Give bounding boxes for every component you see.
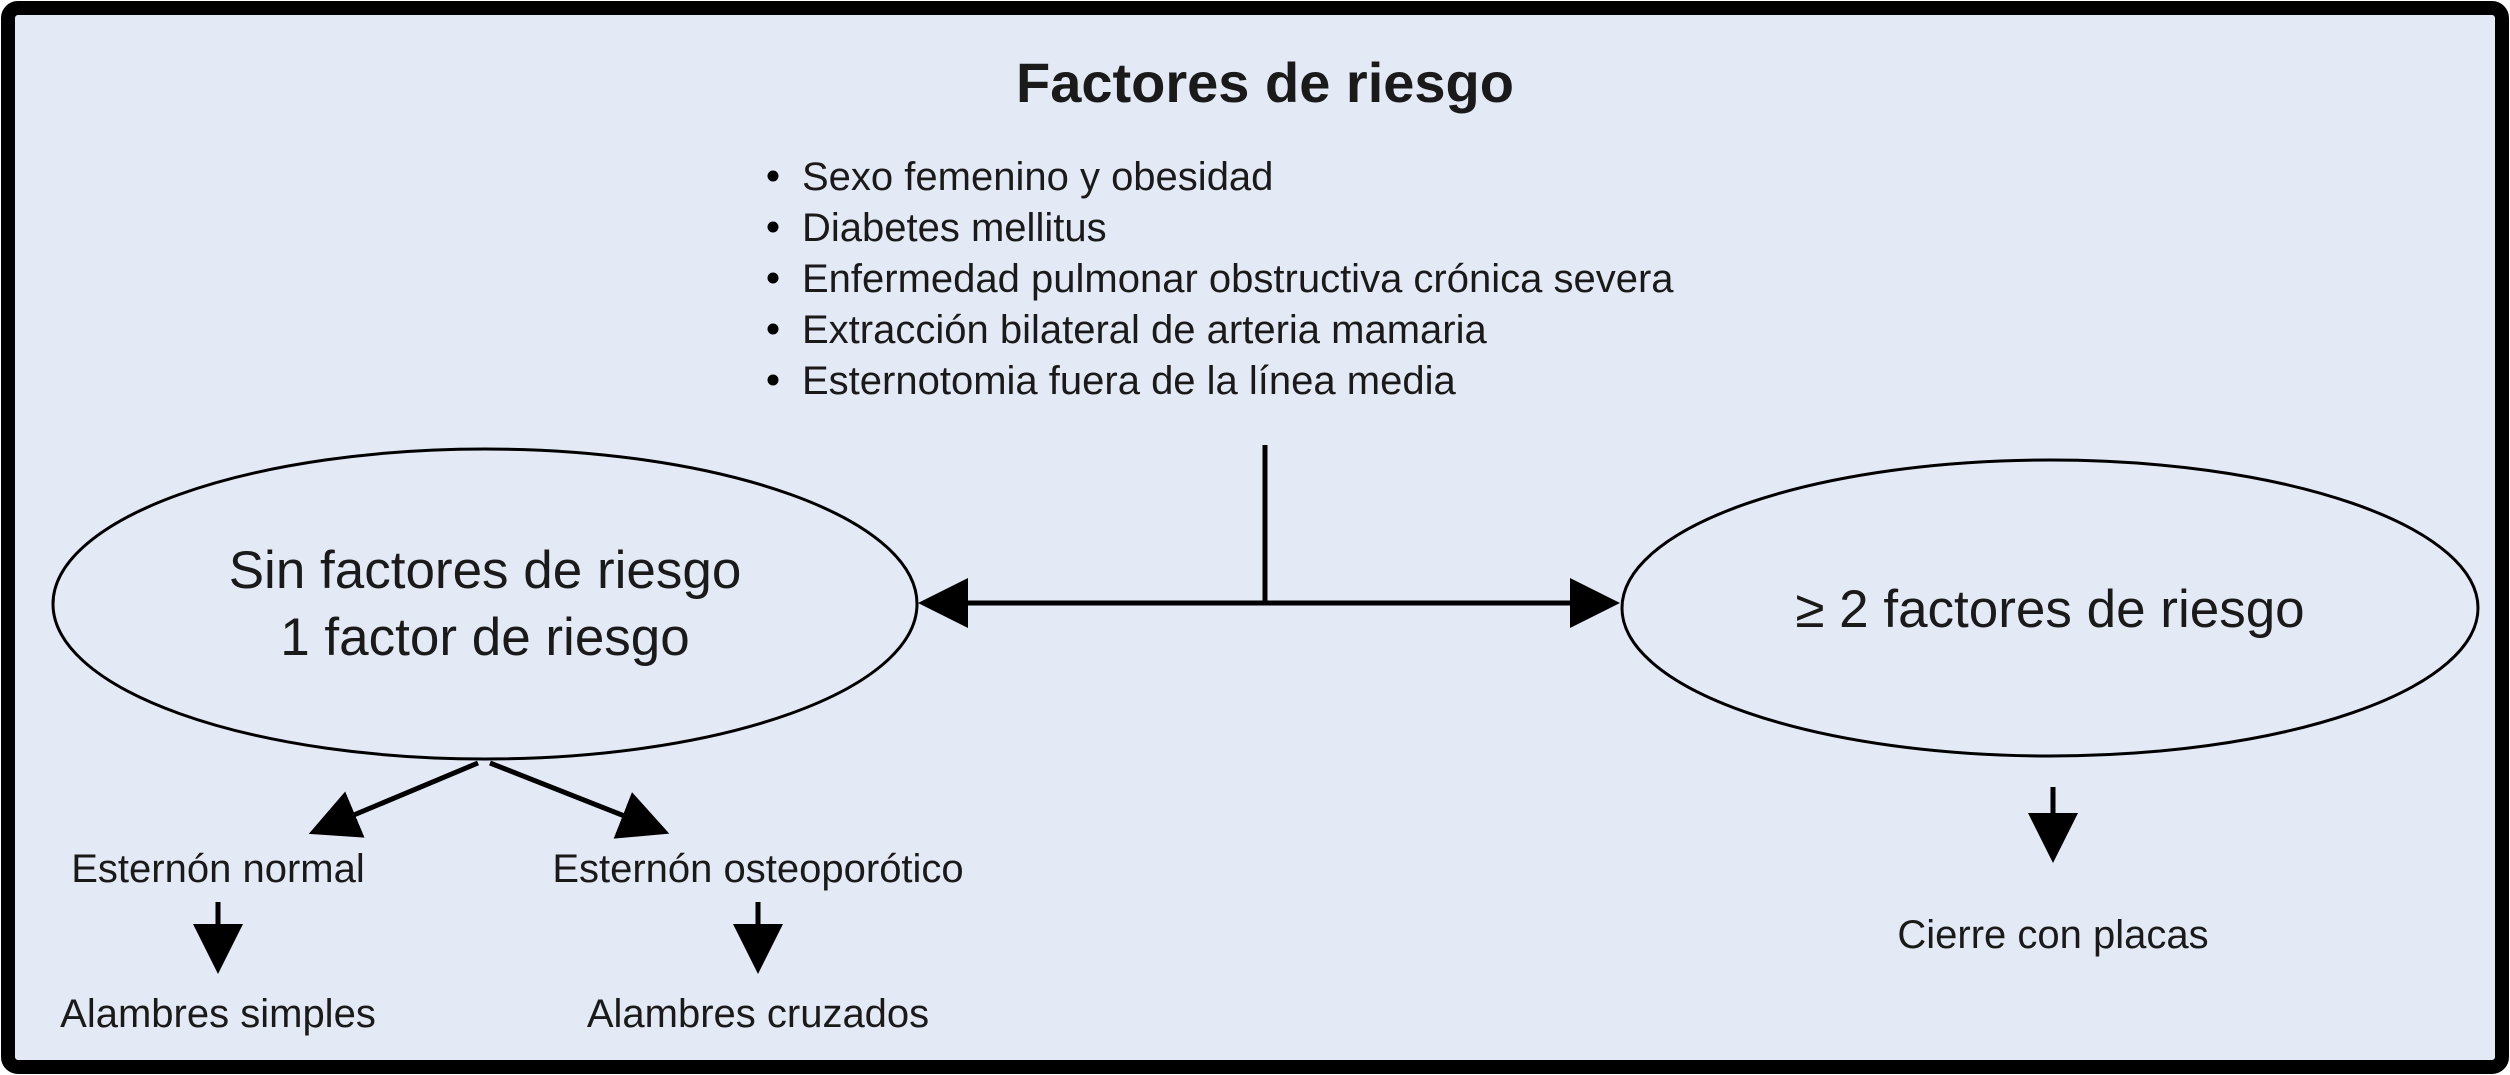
risk-factor-text: Esternotomia fuera de la línea media xyxy=(802,359,1456,403)
risk-factor-item: Sexo femenino y obesidad xyxy=(767,155,1273,199)
arrow-to-normal-sternum xyxy=(308,760,479,838)
plate-closure-result: Cierre con placas xyxy=(1897,913,2208,957)
risk-factor-item: Diabetes mellitus xyxy=(767,206,1107,250)
risk-factor-item: Enfermedad pulmonar obstructiva crónica … xyxy=(767,257,1674,301)
high-risk-label: ≥ 2 factores de riesgo xyxy=(1795,580,2304,639)
risk-factor-text: Enfermedad pulmonar obstructiva crónica … xyxy=(802,257,1674,301)
low-risk-line1: Sin factores de riesgo xyxy=(229,541,742,600)
risk-factor-list: Sexo femenino y obesidad Diabetes mellit… xyxy=(767,155,1674,403)
osteo-sternum-label: Esternón osteoporótico xyxy=(552,847,963,891)
risk-factor-item: Extracción bilateral de arteria mamaria xyxy=(767,308,1487,352)
risk-factor-text: Diabetes mellitus xyxy=(802,206,1107,250)
risk-factor-text: Sexo femenino y obesidad xyxy=(802,155,1273,199)
arrow-to-osteo-sternum xyxy=(489,760,670,839)
bullet-icon xyxy=(767,374,779,386)
bullet-icon xyxy=(767,323,779,335)
diagram-title: Factores de riesgo xyxy=(1016,51,1514,114)
high-risk-oval: ≥ 2 factores de riesgo xyxy=(1620,458,2480,758)
risk-factor-item: Esternotomia fuera de la línea media xyxy=(767,359,1456,403)
oval-shape xyxy=(1620,458,2480,758)
crossed-wires-result: Alambres cruzados xyxy=(587,992,929,1036)
bullet-icon xyxy=(767,221,779,233)
low-risk-line2: 1 factor de riesgo xyxy=(280,608,690,667)
bullet-icon xyxy=(767,170,779,182)
risk-factor-text: Extracción bilateral de arteria mamaria xyxy=(802,308,1487,352)
low-risk-oval: Sin factores de riesgo 1 factor de riesg… xyxy=(51,447,919,761)
simple-wires-result: Alambres simples xyxy=(60,992,376,1036)
oval-shape xyxy=(51,447,919,761)
bullet-icon xyxy=(767,272,779,284)
normal-sternum-label: Esternón normal xyxy=(71,847,364,891)
